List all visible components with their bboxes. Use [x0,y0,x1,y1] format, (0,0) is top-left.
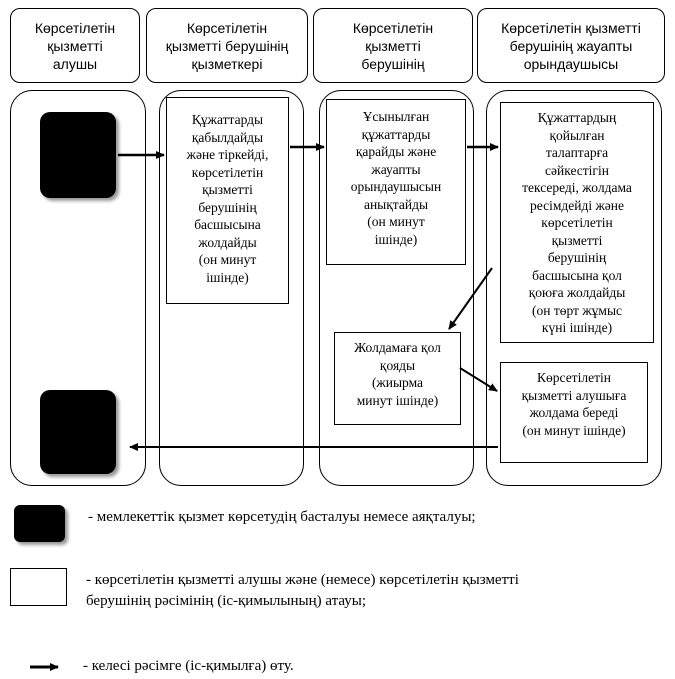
step-review-assign: Ұсынылған құжаттарды қарайды және жауапт… [326,99,466,265]
header-service-receiver-label: Көрсетілетін қызметті алушы [34,19,116,72]
header-service-provider: Көрсетілетін қызметті берушінің [313,8,473,83]
legend-process-text: - көрсетілетін қызметті алушы және (неме… [86,572,519,609]
legend-terminal-text: - мемлекеттік қызмет көрсетудің басталуы… [88,509,476,525]
legend-terminal-icon [14,505,65,542]
end-terminal [40,390,116,474]
legend-arrow-text: - келесі рәсімге (іс-қимылға) өту. [83,658,294,674]
header-service-provider-label: Көрсетілетін қызметті берушінің [352,19,434,72]
header-provider-employee: Көрсетілетін қызметті берушінің қызметке… [146,8,308,83]
header-responsible-executor: Көрсетілетін қызметті берушінің жауапты … [477,8,665,83]
step-check-prepare: Құжаттардың қойылған талаптарға сәйкесті… [500,102,654,343]
arrow-sign-to-issue [459,367,498,392]
step-sign-referral: Жолдамаға қол қояды (жиырма минут ішінде… [334,332,461,425]
header-provider-employee-label: Көрсетілетін қызметті берушінің қызметке… [165,19,289,72]
header-responsible-executor-label: Көрсетілетін қызметті берушінің жауапты … [501,19,641,72]
legend-process-icon [10,568,67,606]
start-terminal [40,112,116,198]
arrow-check-to-sign [448,267,493,330]
header-service-receiver: Көрсетілетін қызметті алушы [10,8,140,83]
step-receive-register: Құжаттарды қабылдайды және тіркейді, көр… [166,97,289,304]
step-issue-referral: Көрсетілетін қызметті алушыға жолдама бе… [500,362,648,463]
